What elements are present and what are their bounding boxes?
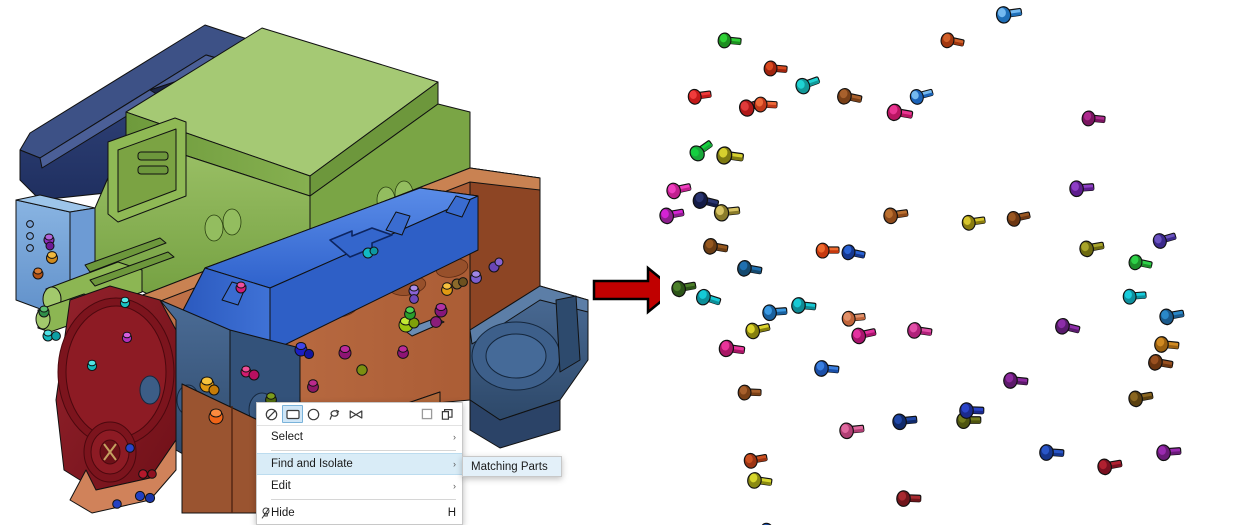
submenu-find-and-isolate[interactable]: Matching Parts	[462, 456, 562, 477]
fastener	[1152, 232, 1177, 249]
no-selection-icon[interactable]	[261, 405, 282, 423]
fastener	[737, 260, 763, 277]
menu-item-find-and-isolate[interactable]: Find and Isolate ›	[257, 453, 462, 475]
fastener	[659, 207, 685, 225]
fastener	[745, 322, 771, 340]
fastener	[747, 472, 773, 489]
fastener	[1128, 390, 1154, 408]
chevron-right-icon: ›	[453, 431, 456, 442]
fastener	[896, 490, 922, 507]
fastener	[689, 140, 713, 162]
fastener	[814, 360, 840, 377]
menu-item-hide[interactable]: Hide H	[257, 502, 462, 524]
fastener	[995, 6, 1023, 24]
fastener	[815, 242, 840, 259]
circle-select-icon[interactable]	[303, 405, 324, 423]
fastener	[1003, 372, 1029, 389]
fastener	[883, 207, 909, 225]
copy-window-icon[interactable]	[437, 405, 458, 423]
fastener	[1039, 444, 1065, 461]
fastener	[737, 384, 762, 401]
fastener	[851, 327, 877, 345]
context-menu[interactable]: Select › Find and Isolate › Edit ›	[256, 402, 562, 525]
fastener	[1148, 354, 1174, 371]
fastener	[886, 103, 914, 122]
screenshot-stage: Select › Find and Isolate › Edit ›	[15, 0, 1248, 525]
fastener	[716, 146, 745, 165]
menu-item-select[interactable]: Select ›	[257, 426, 462, 448]
menu-separator-2	[271, 499, 456, 500]
fastener	[1055, 317, 1081, 335]
fastener	[841, 244, 866, 261]
fastener	[1159, 308, 1185, 326]
fastener	[961, 214, 986, 231]
fastener	[687, 88, 712, 105]
fastener	[1081, 110, 1106, 127]
chevron-right-icon: ›	[453, 458, 456, 469]
fastener	[763, 60, 788, 77]
fastener	[718, 339, 746, 358]
fastener	[839, 422, 865, 440]
fastener	[795, 76, 821, 95]
menu-item-select-label: Select	[271, 431, 303, 443]
fastener	[703, 238, 729, 255]
fastener	[1097, 458, 1123, 476]
fastener	[1006, 210, 1031, 227]
menu-item-hide-label: Hide	[271, 507, 295, 519]
menu-item-edit-label: Edit	[271, 480, 291, 492]
fastener	[696, 288, 722, 306]
fastener	[1069, 180, 1095, 198]
fastener	[959, 402, 985, 419]
lasso-select-icon[interactable]	[324, 405, 345, 423]
fastener	[892, 413, 918, 431]
isolated-fasteners-model	[659, 6, 1185, 525]
fastener	[1128, 254, 1153, 271]
fastener	[762, 304, 788, 322]
submenu-item-matching-parts-label: Matching Parts	[471, 460, 548, 473]
menu-item-hide-shortcut: H	[447, 507, 456, 519]
fastener	[666, 182, 692, 200]
menu-item-edit[interactable]: Edit ›	[257, 475, 462, 497]
chevron-right-icon: ›	[453, 480, 456, 491]
fastener	[1122, 288, 1147, 305]
hide-icon	[261, 507, 272, 519]
menu-item-find-and-isolate-label: Find and Isolate	[271, 458, 353, 470]
fastener	[753, 96, 778, 113]
fastener	[692, 191, 720, 209]
square-outline-icon[interactable]	[416, 405, 437, 423]
isolated-parts-viewport[interactable]	[659, 0, 1248, 525]
fastener	[743, 452, 768, 469]
polygon-select-icon[interactable]	[345, 405, 366, 423]
fastener	[1156, 444, 1182, 462]
fastener	[713, 204, 741, 222]
fastener	[791, 297, 817, 314]
selection-mode-toolbar[interactable]	[257, 403, 462, 426]
fastener	[841, 310, 866, 327]
menu-separator-1	[271, 450, 456, 451]
fastener	[940, 32, 965, 49]
rectangle-select-icon[interactable]	[282, 405, 303, 423]
fastener	[671, 280, 697, 298]
fastener	[837, 88, 863, 105]
fastener	[1154, 336, 1180, 353]
fastener	[909, 88, 934, 105]
submenu-item-matching-parts[interactable]: Matching Parts	[463, 457, 561, 476]
fastener	[1079, 240, 1105, 258]
fastener	[907, 322, 933, 339]
fastener	[717, 32, 742, 49]
